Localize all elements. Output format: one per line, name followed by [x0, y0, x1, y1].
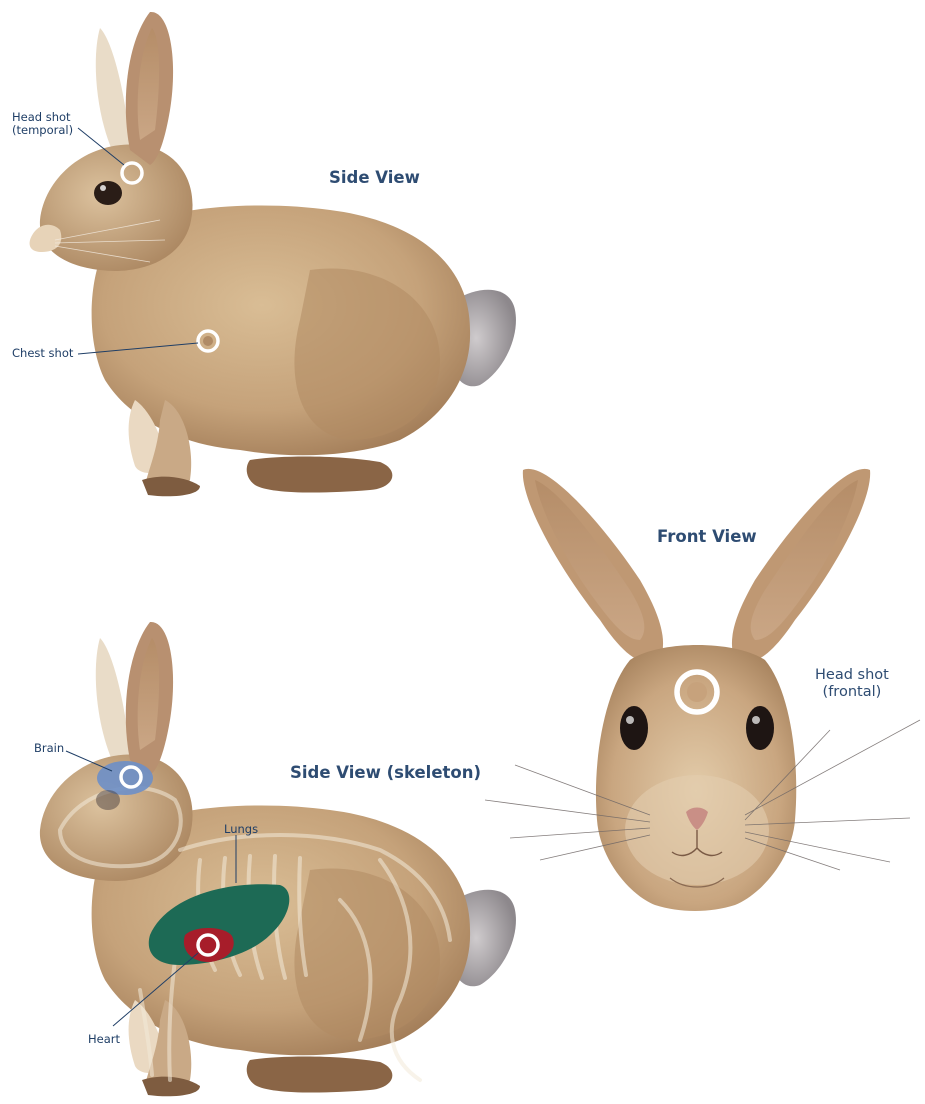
left-ear-inner	[535, 480, 644, 640]
hind-foot	[247, 1056, 393, 1092]
head-shot-temporal-label-line2: (temporal)	[12, 124, 73, 137]
side-view-title: Side View	[329, 168, 420, 187]
right-eye	[746, 706, 774, 750]
head-shot-frontal-label-line1: Head shot	[815, 667, 889, 684]
rabbit-side-view	[30, 12, 516, 496]
hind-foot	[247, 456, 393, 492]
front-view-title: Front View	[657, 527, 757, 546]
head-shot-frontal-label-line2: (frontal)	[815, 684, 889, 701]
back-ear	[96, 28, 130, 150]
paw	[142, 477, 200, 497]
eye	[96, 790, 120, 810]
eye-highlight	[100, 185, 106, 191]
heart-label: Heart	[88, 1033, 120, 1046]
rabbit-skeleton-view	[40, 622, 516, 1096]
lungs-label: Lungs	[224, 823, 258, 836]
chest-shot-label: Chest shot	[12, 347, 73, 360]
head-shot-temporal-label: Head shot (temporal)	[12, 111, 73, 137]
head	[40, 145, 193, 271]
side-view-skeleton-title: Side View (skeleton)	[290, 763, 481, 782]
eye	[94, 181, 122, 205]
head-shot-frontal-label: Head shot (frontal)	[815, 667, 889, 701]
left-eye-highlight	[626, 716, 634, 724]
left-eye	[620, 706, 648, 750]
right-ear-inner	[751, 480, 858, 640]
brain-label: Brain	[34, 742, 64, 755]
back-ear	[96, 638, 130, 760]
brain	[97, 761, 153, 795]
right-eye-highlight	[752, 716, 760, 724]
